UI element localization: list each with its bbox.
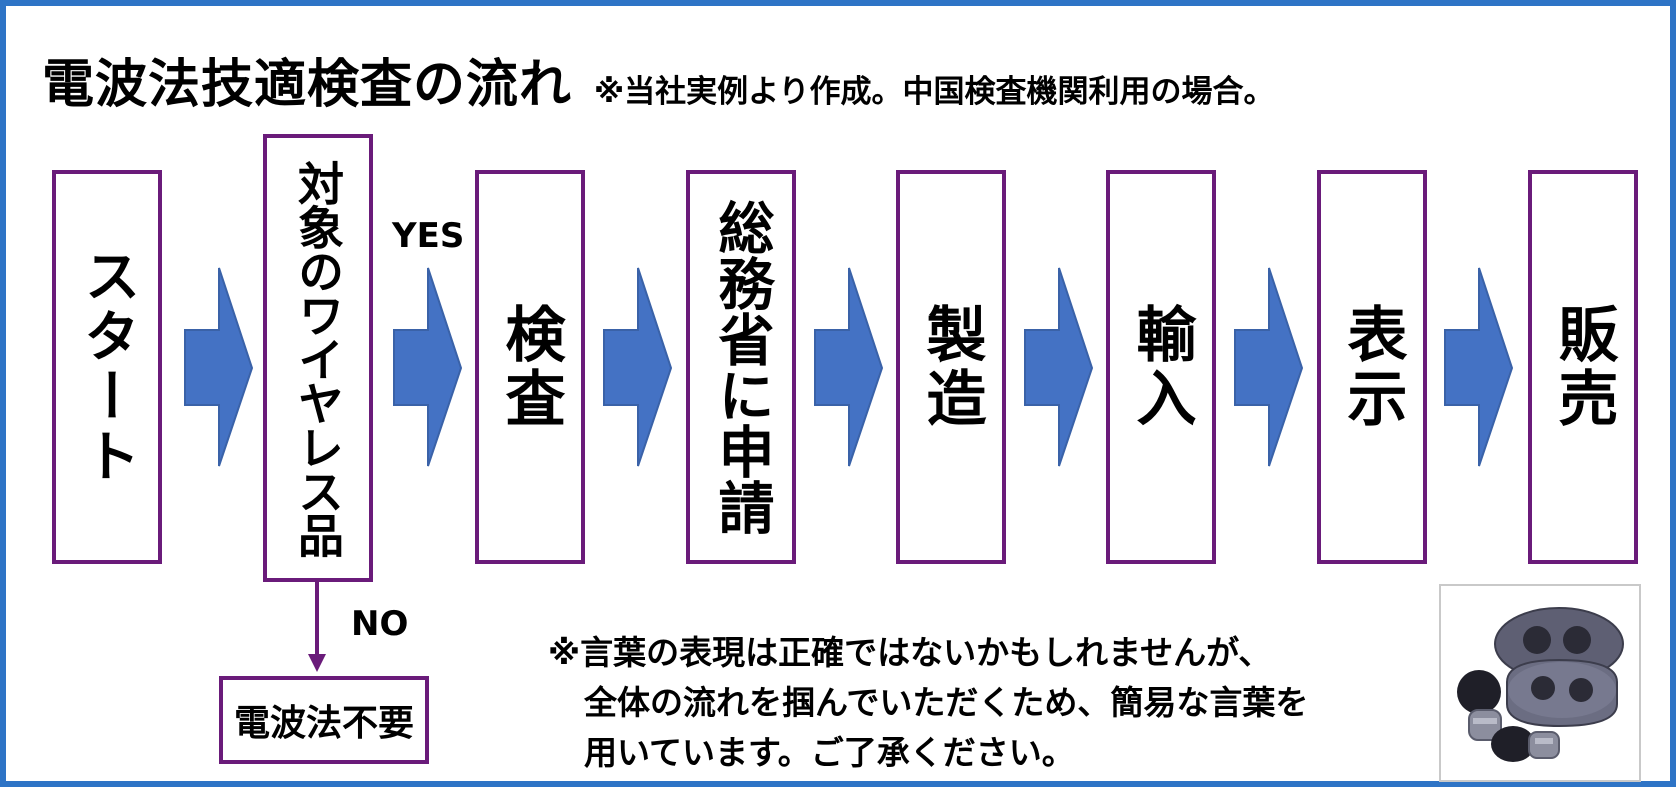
note-line: ※言葉の表現は正確ではないかもしれませんが、 [548,633,1272,672]
disclaimer-note: ※言葉の表現は正確ではないかもしれませんが、 全体の流れを掴んでいただくため、簡… [548,628,1308,778]
no-result-box: 電波法不要 [219,676,429,764]
step-label: 検査 [495,303,565,431]
step-target-wireless: 対象のワイヤレス品 [263,134,373,582]
step-label: 表示 [1337,303,1407,431]
note-line: 全体の流れを掴んでいただくため、簡易な言葉を [584,683,1309,722]
no-result-label: 電波法不要 [233,703,414,744]
step-start: スタート [52,170,162,564]
arrow-right-icon [393,267,463,467]
arrow-right-icon [603,267,673,467]
step-label: スタート [75,247,140,487]
step-manufacturing: 製造 [896,170,1006,564]
earbuds-illustration-frame [1439,584,1641,782]
title-row: 電波法技適検査の流れ ※当社実例より作成。中国検査機関利用の場合。 [42,42,1275,117]
arrow-right-icon [1024,267,1094,467]
step-sales: 販売 [1528,170,1638,564]
step-inspection: 検査 [475,170,585,564]
step-label: 販売 [1548,303,1618,431]
arrow-right-icon [1444,267,1514,467]
step-labeling: 表示 [1317,170,1427,564]
yes-label: YES [392,216,465,256]
diagram-title-note: ※当社実例より作成。中国検査機関利用の場合。 [594,74,1275,110]
step-label: 総務省に申請 [709,199,774,535]
earbuds-icon [1457,607,1624,762]
arrow-down-icon [308,654,326,672]
step-application: 総務省に申請 [686,170,796,564]
arrow-right-icon [814,267,884,467]
step-import: 輸入 [1106,170,1216,564]
no-label: NO [351,604,409,644]
step-label: 対象のワイヤレス品 [291,160,345,556]
diagram-title: 電波法技適検査の流れ [42,55,573,115]
arrow-right-icon [1234,267,1304,467]
step-label: 輸入 [1126,303,1196,431]
arrow-right-icon [184,267,254,467]
note-line: 用いています。ご了承ください。 [584,733,1075,772]
step-label: 製造 [916,303,986,431]
